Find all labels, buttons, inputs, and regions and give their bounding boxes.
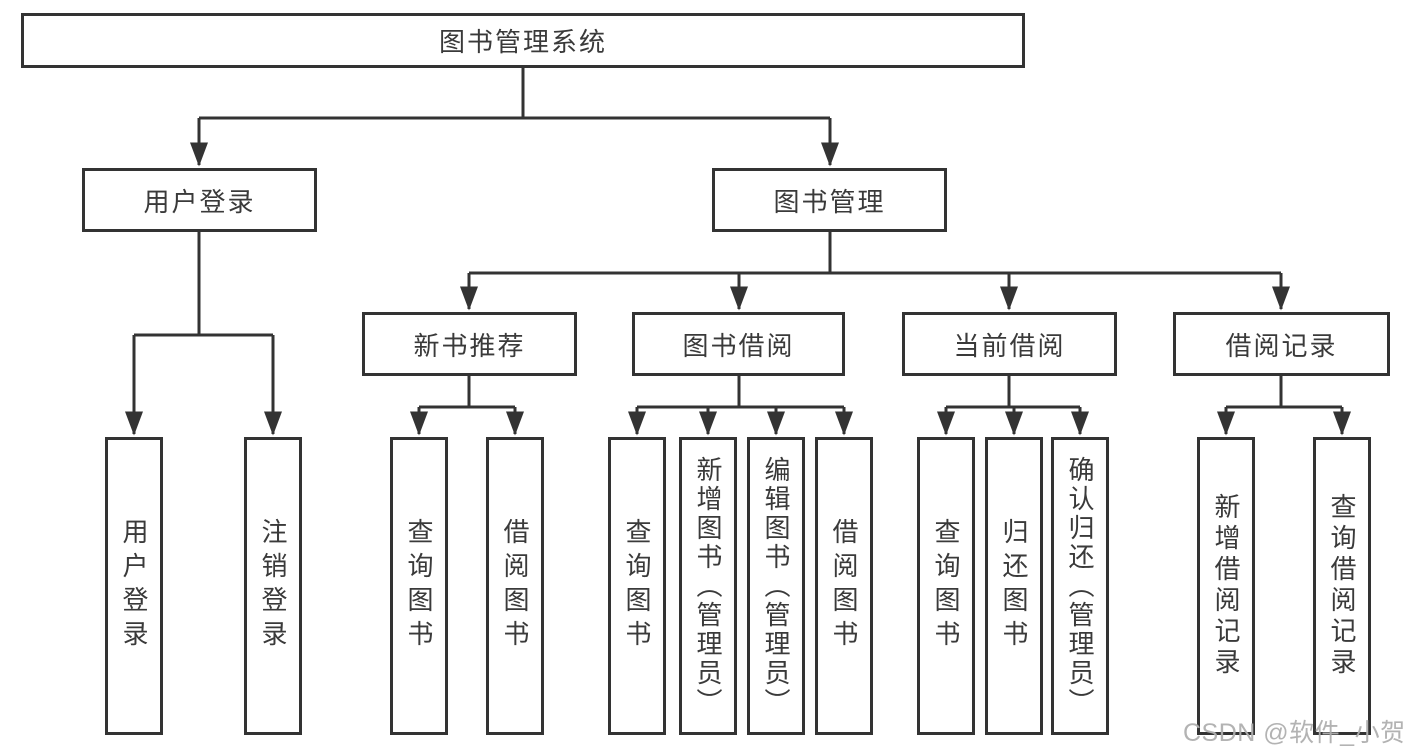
leaf-query-borrow-record-label: 查询借阅记录 [1327,493,1357,679]
leaf-add-borrow-record: 新增借阅记录 [1197,437,1255,735]
leaf-query-books-current-label: 查询图书 [931,518,961,654]
leaf-confirm-return-admin-label: 确认归还（管理员） [1065,455,1095,717]
csdn-watermark: CSDN @软件_小贺同学 [1183,719,1405,747]
node-user-login-label: 用户登录 [143,186,256,217]
node-current-borrowing: 当前借阅 [902,312,1117,376]
node-user-login: 用户登录 [82,168,317,232]
leaf-borrow-books-recommend: 借阅图书 [486,437,544,735]
leaf-borrow-books-label: 借阅图书 [829,518,859,654]
leaf-query-books-borrowing-label: 查询图书 [622,518,652,654]
leaf-user-login-label: 用户登录 [119,518,149,654]
node-new-book-recommend-label: 新书推荐 [413,330,526,361]
node-borrowing-records: 借阅记录 [1173,312,1390,376]
node-book-borrowing: 图书借阅 [632,312,845,376]
node-book-borrowing-label: 图书借阅 [682,330,795,361]
leaf-query-books-recommend: 查询图书 [390,437,448,735]
node-borrowing-records-label: 借阅记录 [1225,330,1338,361]
leaf-query-books-borrowing: 查询图书 [608,437,666,735]
node-new-book-recommend: 新书推荐 [362,312,577,376]
node-book-management-label: 图书管理 [773,186,886,217]
leaf-edit-books-admin: 编辑图书（管理员） [747,437,805,735]
leaf-borrow-books: 借阅图书 [815,437,873,735]
leaf-query-books-recommend-label: 查询图书 [404,518,434,654]
leaf-add-books-admin: 新增图书（管理员） [679,437,737,735]
leaf-confirm-return-admin: 确认归还（管理员） [1051,437,1109,735]
node-book-management: 图书管理 [712,168,947,232]
leaf-logout: 注销登录 [244,437,302,735]
node-current-borrowing-label: 当前借阅 [953,330,1066,361]
leaf-query-borrow-record: 查询借阅记录 [1313,437,1371,735]
node-root-label: 图书管理系统 [438,27,607,57]
leaf-query-books-current: 查询图书 [917,437,975,735]
node-root-system: 图书管理系统 [21,13,1025,68]
leaf-borrow-books-recommend-label: 借阅图书 [500,518,530,654]
leaf-add-borrow-record-label: 新增借阅记录 [1211,493,1241,679]
leaf-logout-label: 注销登录 [258,518,288,654]
leaf-add-books-admin-label: 新增图书（管理员） [693,455,723,717]
leaf-user-login: 用户登录 [105,437,163,735]
leaf-return-books-label: 归还图书 [999,518,1029,654]
leaf-edit-books-admin-label: 编辑图书（管理员） [761,455,791,717]
leaf-return-books: 归还图书 [985,437,1043,735]
